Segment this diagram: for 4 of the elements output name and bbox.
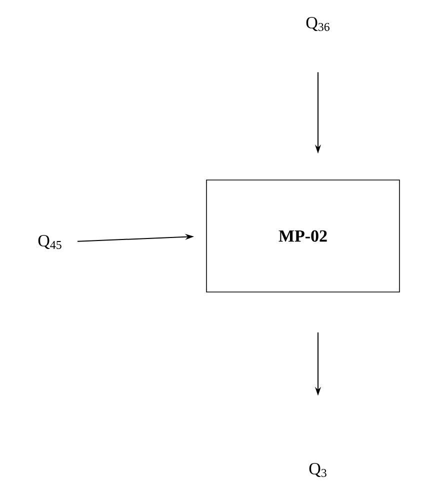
flow-label: Q$_{45}$ (38, 235, 62, 250)
process-box: MP-02 (206, 180, 400, 292)
flow-label: Q$_{3}$ (309, 463, 326, 477)
flow-label: Q$_{36}$ (306, 17, 330, 32)
